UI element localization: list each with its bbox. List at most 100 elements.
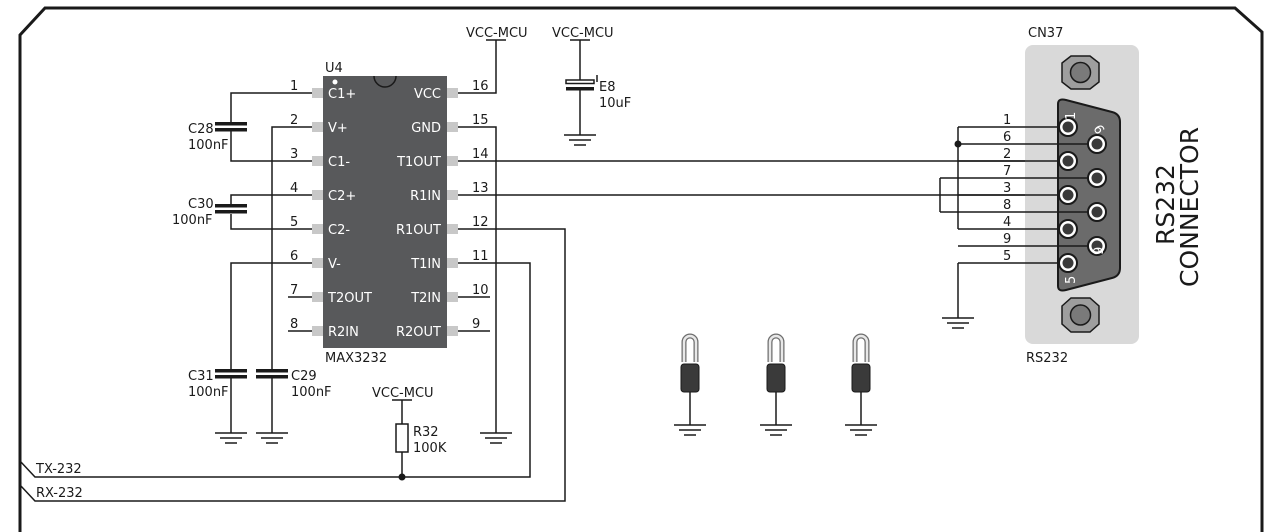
jumper [680, 333, 700, 425]
net-label-tx: TX-232 [35, 462, 82, 477]
cap-c30: C30 100nF [172, 197, 247, 228]
chip-pin-name: R1OUT [396, 223, 441, 238]
chip-pin-number: 14 [472, 147, 489, 162]
connector-wire-label: 1 [1003, 113, 1011, 128]
max3232-chip: U4 MAX3232 C1+1V+2C1-3C2+4C2-5V-6T2OUT7R… [290, 61, 489, 366]
connector-wire-label: 4 [1003, 215, 1011, 230]
chip-pin-number: 16 [472, 79, 489, 94]
svg-text:C31: C31 [188, 369, 214, 384]
svg-text:100K: 100K [413, 441, 447, 456]
chip-pin-number: 12 [472, 215, 489, 230]
chip-pin-number: 1 [290, 79, 298, 94]
chip-pin-number: 10 [472, 283, 489, 298]
svg-text:VCC-MCU: VCC-MCU [552, 26, 614, 41]
wires [19, 40, 1068, 502]
connector-ref: CN37 [1028, 26, 1063, 41]
chip-body [323, 76, 447, 348]
chip-pad-left [312, 224, 323, 234]
chip-part: MAX3232 [325, 351, 387, 366]
connector-wire-label: 3 [1003, 181, 1011, 196]
ground-symbol [845, 424, 877, 436]
svg-text:E8: E8 [599, 80, 616, 95]
ground-symbol [256, 432, 288, 444]
board-outline [18, 6, 1264, 532]
chip-pin-name: T1IN [410, 257, 441, 272]
chip-ref: U4 [325, 61, 343, 76]
power-vcc-mcu-3: VCC-MCU [372, 386, 434, 401]
chip-pin-number: 7 [290, 283, 298, 298]
chip-pin-name: R1IN [410, 189, 441, 204]
chip-pad-left [312, 292, 323, 302]
ground-symbol [564, 134, 596, 146]
chip-pin-number: 13 [472, 181, 489, 196]
chip-pin-number: 2 [290, 113, 298, 128]
chip-pad-right [447, 326, 458, 336]
cap-c29: C29 100nF [256, 369, 332, 400]
chip-pin-name: R2OUT [396, 325, 441, 340]
dsub-pin-core [1091, 206, 1103, 218]
net-label-rx: RX-232 [36, 486, 83, 501]
cap-c31: C31 100nF [188, 369, 247, 400]
chip-pin-number: 5 [290, 215, 298, 230]
chip-pad-left [312, 156, 323, 166]
dsub-pin-core [1062, 223, 1074, 235]
chip-pad-left [312, 88, 323, 98]
chip-pin-name: GND [411, 121, 441, 136]
dsub-pin-core [1091, 138, 1103, 150]
chip-pad-right [447, 88, 458, 98]
svg-text:100nF: 100nF [188, 385, 229, 400]
chip-pad-left [312, 326, 323, 336]
ground-symbol [215, 432, 247, 444]
junction-tx [398, 473, 406, 481]
ground-symbol [480, 432, 512, 444]
svg-text:9: 9 [1092, 247, 1107, 255]
chip-pin-number: 8 [290, 317, 298, 332]
connector-wire-label: 5 [1003, 249, 1011, 264]
dsub-pin-core [1062, 121, 1074, 133]
chip-notch [373, 75, 397, 88]
chip-pad-right [447, 224, 458, 234]
chip-pad-right [447, 292, 458, 302]
dsub-pin-core [1091, 240, 1103, 252]
chip-pin-name: VCC [414, 87, 441, 102]
connector-wire-label: 6 [1003, 130, 1011, 145]
chip-pin-name: V+ [328, 121, 348, 136]
chip-pad-left [312, 258, 323, 268]
power-vcc-mcu-2: VCC-MCU [552, 26, 614, 41]
svg-text:VCC-MCU: VCC-MCU [372, 386, 434, 401]
svg-text:C29: C29 [291, 369, 317, 384]
junction-dot [954, 140, 962, 148]
chip-pin-name: V- [328, 257, 341, 272]
connector-wire-label: 8 [1003, 198, 1011, 213]
chip-pad-right [447, 156, 458, 166]
chip-pad-right [447, 258, 458, 268]
chip-pad-right [447, 122, 458, 132]
cap-e8: E8 10uF [565, 75, 631, 111]
resistor-r32: R32 100K [395, 423, 447, 456]
chip-pad-left [312, 122, 323, 132]
jumper [851, 333, 871, 425]
svg-text:C30: C30 [188, 197, 214, 212]
ground-symbol [942, 317, 974, 329]
svg-text:RS232: RS232 [1151, 164, 1180, 245]
chip-pin-name: T1OUT [396, 155, 441, 170]
connector-wire-label: 2 [1003, 147, 1011, 162]
svg-text:1: 1 [1064, 112, 1079, 120]
svg-text:VCC-MCU: VCC-MCU [466, 26, 528, 41]
chip-pin-name: C2- [328, 223, 350, 238]
connector-wire-label: 9 [1003, 232, 1011, 247]
connector-wire-label: 7 [1003, 164, 1011, 179]
chip-pin-number: 9 [472, 317, 480, 332]
svg-text:100nF: 100nF [172, 213, 213, 228]
svg-text:R32: R32 [413, 425, 439, 440]
connector-type: RS232 [1026, 351, 1068, 366]
chip-pin-number: 15 [472, 113, 489, 128]
ground-symbol [674, 424, 706, 436]
chip-pin-name: C2+ [328, 189, 356, 204]
chip-pin-number: 11 [472, 249, 489, 264]
dsub-pin-core [1062, 257, 1074, 269]
chip-pin-name: C1+ [328, 87, 356, 102]
svg-text:10uF: 10uF [599, 96, 631, 111]
